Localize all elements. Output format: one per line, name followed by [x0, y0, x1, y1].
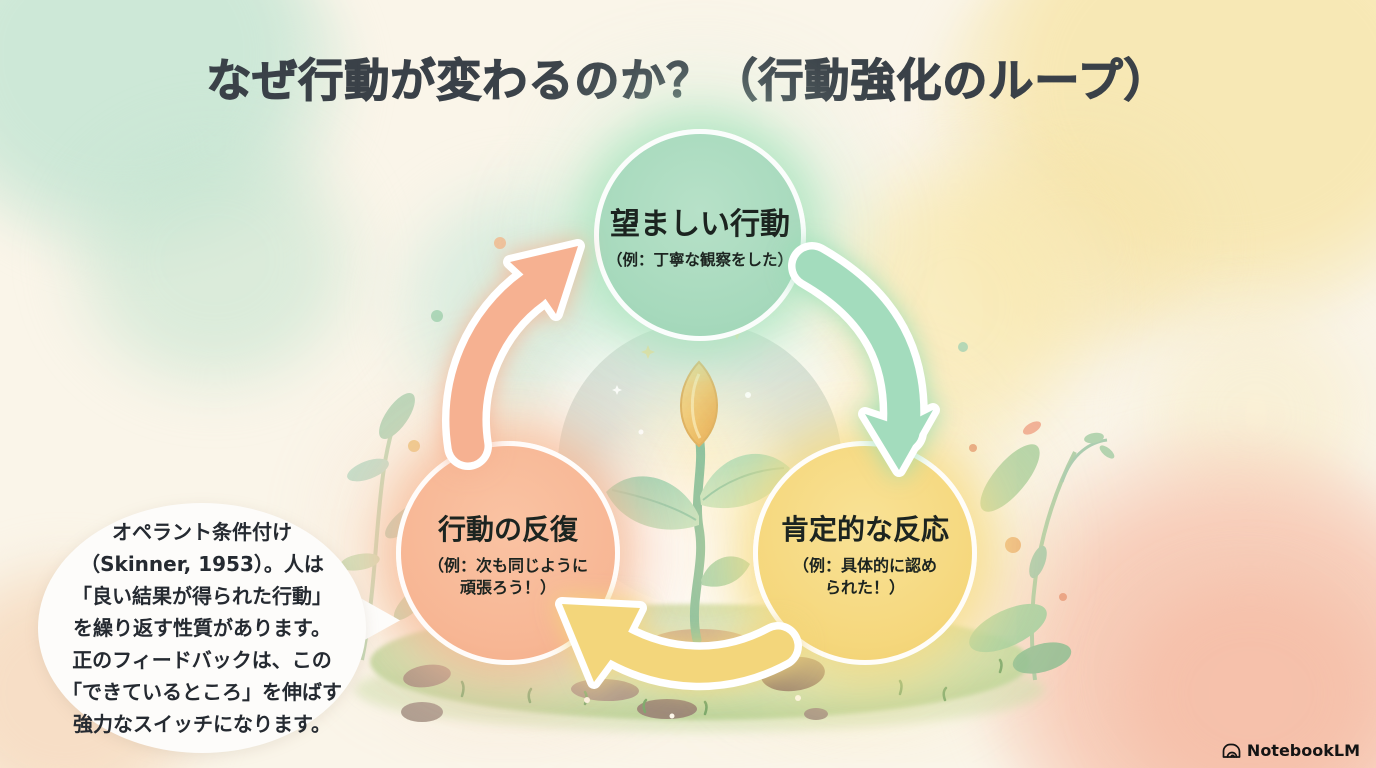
watercolor-yellow-topright-2	[916, 110, 1226, 380]
stones	[401, 656, 828, 722]
notebooklm-brand: NotebookLM	[1222, 741, 1360, 760]
node-desirable-behavior: 望ましい行動 （例：丁寧な観察をした）	[594, 129, 806, 341]
node-example: （例：具体的に認め られた！）	[792, 555, 937, 597]
watercolor-yellow-diagram-right	[800, 140, 1110, 470]
node-label: 望ましい行動	[610, 207, 790, 243]
node-example: （例：次も同じように 頑張ろう！）	[427, 555, 588, 597]
node-behavior-repetition: 行動の反復 （例：次も同じように 頑張ろう！）	[396, 441, 620, 665]
arrow-repetition-to-desirable-icon	[441, 239, 585, 470]
callout-bubble: オペラント条件付け （Skinner, 1953）。人は 「良い結果が得られた行…	[38, 503, 366, 753]
node-example: （例：丁寧な観察をした）	[606, 251, 793, 270]
node-label: 行動の反復	[437, 512, 578, 546]
watercolor-yellow-rightmid	[1126, 290, 1376, 540]
callout-text: オペラント条件付け （Skinner, 1953）。人は 「良い結果が得られた行…	[62, 520, 342, 736]
page-title: なぜ行動が変わるのか？（行動強化のループ）	[206, 53, 1170, 107]
node-label: 肯定的な反応	[780, 512, 949, 546]
watercolor-pink-bottomright-2	[1096, 558, 1376, 768]
notebooklm-label: NotebookLM	[1246, 741, 1360, 760]
watercolor-mint-topleft-2	[50, 110, 380, 410]
right-branch-leaves	[958, 342, 1115, 681]
notebooklm-icon	[1222, 743, 1241, 758]
node-positive-response: 肯定的な反応 （例：具体的に認め られた！）	[753, 441, 977, 665]
watercolor-pink-bottomright	[966, 428, 1376, 768]
watercolor-mint-topleft	[0, 0, 360, 270]
grass-blades	[460, 658, 1003, 719]
